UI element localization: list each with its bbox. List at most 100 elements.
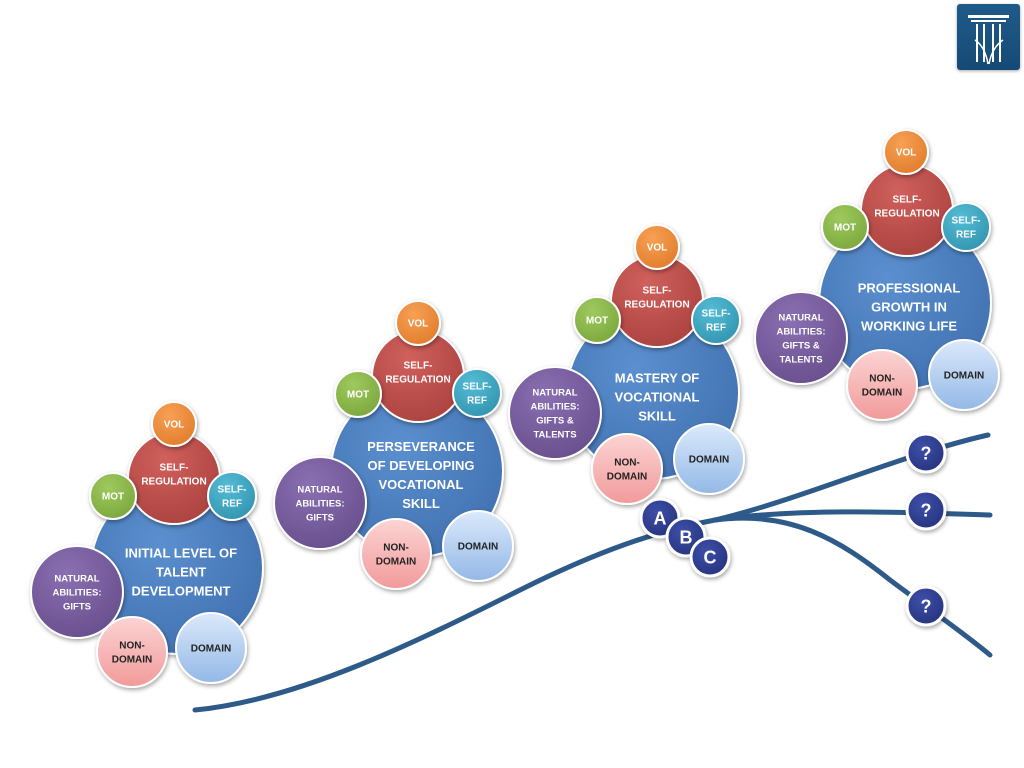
natural-abilities-label: ABILITIES:: [776, 326, 825, 337]
natural-abilities-label: GIFTS: [63, 601, 91, 612]
self-regulation-label: REGULATION: [874, 209, 939, 220]
natural-abilities-label: GIFTS &: [536, 415, 574, 426]
natural-abilities-circle: [754, 291, 848, 385]
badge-label: B: [680, 527, 693, 547]
non-domain-label: NON-: [119, 641, 145, 652]
question-mark-label: ?: [921, 596, 932, 616]
stage-title: VOCATIONAL: [615, 390, 700, 405]
stage-1: INITIAL LEVEL OF TALENT DEVELOPMENT SELF- RE…: [30, 401, 264, 688]
self-ref-label: REF: [467, 396, 487, 407]
stage-title: OF DEVELOPING: [368, 458, 475, 473]
self-regulation-label: REGULATION: [624, 300, 689, 311]
stage-title: DEVELOPMENT: [132, 584, 231, 599]
domain-label: DOMAIN: [689, 455, 730, 466]
natural-abilities-circle: [508, 366, 602, 460]
question-mark-label: ?: [921, 500, 932, 520]
outcome-badges: ???: [905, 432, 947, 627]
vol-label: VOL: [647, 243, 668, 254]
self-ref-circle: [207, 471, 257, 521]
main-development-line: [192, 432, 991, 713]
self-ref-label: SELF-: [702, 309, 731, 320]
natural-abilities-label: NATURAL: [297, 484, 342, 495]
stage-title: WORKING LIFE: [861, 319, 957, 334]
vol-label: VOL: [896, 148, 917, 159]
stage-title: VOCATIONAL: [379, 477, 464, 492]
mot-label: MOT: [347, 390, 369, 401]
badge-label: C: [704, 547, 717, 567]
stage-title: GROWTH IN: [871, 300, 947, 315]
question-mark-label: ?: [921, 443, 932, 463]
natural-abilities-circle: [273, 456, 367, 550]
natural-abilities-label: ABILITIES:: [530, 401, 579, 412]
vol-circle: [634, 224, 680, 270]
pillar-logo-icon: [957, 4, 1020, 70]
stage-title: MASTERY OF: [615, 371, 700, 386]
domain-circle: [175, 612, 247, 684]
badge-circle: [689, 536, 731, 578]
self-ref-circle: [941, 202, 991, 252]
natural-abilities-label: GIFTS &: [782, 340, 820, 351]
self-regulation-label: SELF-: [643, 286, 672, 297]
domain-circle: [673, 423, 745, 495]
mot-label: MOT: [834, 223, 856, 234]
vol-label: VOL: [408, 319, 429, 330]
stage-title: TALENT: [156, 565, 206, 580]
domain-label: DOMAIN: [458, 542, 499, 553]
vol-circle: [883, 129, 929, 175]
domain-label: DOMAIN: [191, 644, 232, 655]
self-ref-label: SELF-: [952, 216, 981, 227]
non-domain-label: DOMAIN: [607, 472, 648, 483]
vol-circle: [151, 401, 197, 447]
non-domain-label: NON-: [614, 458, 640, 469]
non-domain-label: DOMAIN: [112, 655, 153, 666]
natural-abilities-label: GIFTS: [306, 512, 334, 523]
mot-label: MOT: [586, 316, 608, 327]
question-circle: [905, 432, 947, 474]
self-ref-label: REF: [956, 230, 976, 241]
vol-label: VOL: [164, 420, 185, 431]
self-ref-label: SELF-: [218, 485, 247, 496]
branch-line: [712, 515, 993, 658]
non-domain-circle: [360, 518, 432, 590]
natural-abilities-label: TALENTS: [533, 429, 576, 440]
stages: INITIAL LEVEL OF TALENT DEVELOPMENT SELF- RE…: [30, 129, 1000, 688]
mot-circle: [821, 203, 869, 251]
natural-abilities-label: NATURAL: [54, 573, 99, 584]
mot-label: MOT: [102, 492, 124, 503]
domain-circle: [442, 510, 514, 582]
non-domain-circle: [591, 433, 663, 505]
non-domain-label: DOMAIN: [862, 388, 903, 399]
mot-circle: [334, 370, 382, 418]
natural-abilities-label: NATURAL: [532, 387, 577, 398]
self-regulation-label: REGULATION: [141, 477, 206, 488]
domain-label: DOMAIN: [944, 371, 985, 382]
domain-circle: [928, 339, 1000, 411]
badge-label: A: [654, 508, 667, 528]
natural-abilities-label: ABILITIES:: [295, 498, 344, 509]
self-ref-label: REF: [706, 323, 726, 334]
self-regulation-label: SELF-: [404, 361, 433, 372]
self-ref-circle: [452, 368, 502, 418]
natural-abilities-label: ABILITIES:: [52, 587, 101, 598]
stage-title: SKILL: [638, 409, 676, 424]
outcome-badge: ?: [905, 432, 947, 474]
path-badges: ABC: [639, 497, 731, 578]
question-circle: [905, 489, 947, 531]
natural-abilities-label: NATURAL: [778, 312, 823, 323]
natural-abilities-label: TALENTS: [779, 354, 822, 365]
self-ref-label: SELF-: [463, 382, 492, 393]
stage-title: INITIAL LEVEL OF: [125, 546, 237, 561]
outcome-badge: ?: [905, 489, 947, 531]
stage-title: PERSEVERANCE: [367, 439, 475, 454]
natural-abilities-circle: [30, 545, 124, 639]
non-domain-label: NON-: [383, 543, 409, 554]
mot-circle: [573, 296, 621, 344]
self-regulation-label: SELF-: [160, 463, 189, 474]
self-regulation-label: REGULATION: [385, 375, 450, 386]
non-domain-circle: [846, 349, 918, 421]
outcome-badge: ?: [905, 585, 947, 627]
non-domain-label: NON-: [869, 374, 895, 385]
